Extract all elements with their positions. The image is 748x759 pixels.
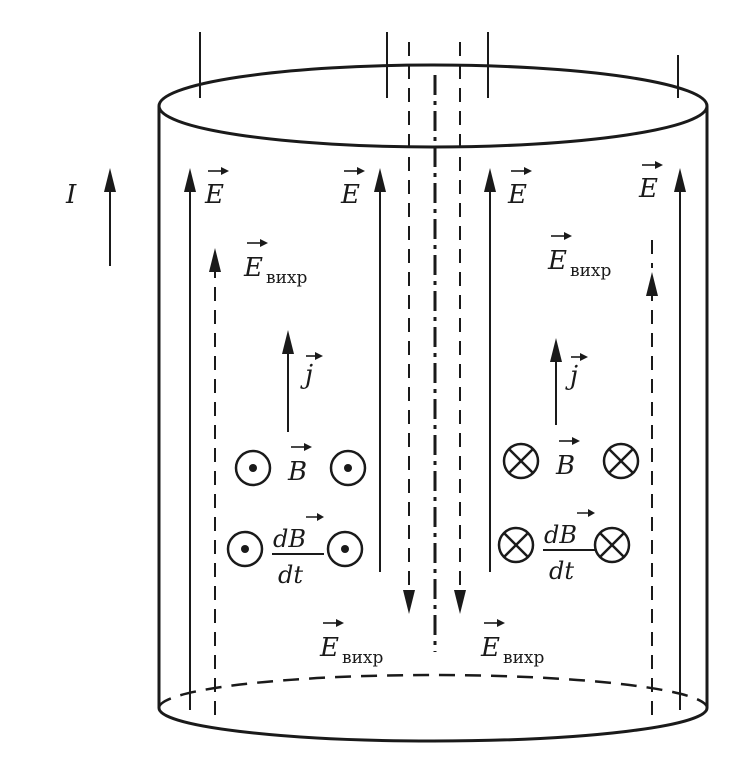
vector-arrow-icon (497, 619, 505, 627)
vortex-field-lines (209, 42, 658, 715)
svg-text:вихр: вихр (342, 648, 383, 668)
svg-text:E: E (507, 180, 527, 210)
e-label-4: E (638, 161, 663, 204)
dot-in-circle-icon (226, 530, 264, 568)
dot-in-circle-icon (326, 530, 364, 568)
vortex-arrowhead-up (209, 248, 221, 272)
e-label-3: E (507, 167, 532, 210)
cross-in-circle-icon (593, 526, 631, 564)
svg-text:E: E (547, 246, 567, 276)
svg-text:E: E (340, 180, 360, 210)
vector-arrow-icon (564, 232, 572, 240)
svg-text:E: E (204, 180, 224, 210)
current-density-arrowhead (550, 338, 562, 362)
dot-in-circle-icon (329, 449, 367, 487)
b-label-right: B (555, 437, 580, 481)
svg-text:dB: dB (273, 525, 306, 553)
j-label-right: j (565, 353, 588, 391)
cylinder-bottom-front-arc (157, 707, 709, 743)
svg-text:B: B (287, 457, 307, 487)
svg-text:dB: dB (544, 521, 577, 549)
current-arrow (104, 168, 116, 266)
e-vortex-label-bottom-right: E вихр (480, 619, 544, 668)
j-label-left: j (300, 352, 323, 390)
svg-text:вихр: вихр (266, 268, 307, 288)
svg-text:E: E (319, 633, 339, 663)
vector-arrow-icon (572, 437, 580, 445)
svg-text:dt: dt (278, 561, 303, 589)
svg-text:B: B (555, 451, 575, 481)
b-label-left: B (287, 443, 312, 487)
cross-in-circle-icon (502, 442, 540, 480)
vector-arrow-icon (221, 167, 229, 175)
vector-arrow-icon (260, 239, 268, 247)
current-density-arrowhead (282, 330, 294, 354)
e-label-1: E (204, 167, 229, 210)
vector-arrow-icon (315, 352, 323, 360)
vector-arrow-icon (580, 353, 588, 361)
cylinder-bottom-back-arc (157, 673, 709, 709)
cross-in-circle-icon (602, 442, 640, 480)
e-field-lines (184, 32, 686, 710)
dot-in-circle-icon (234, 449, 272, 487)
vector-arrow-icon (588, 509, 595, 517)
vortex-arrowhead-down (454, 590, 466, 614)
svg-text:E: E (243, 253, 263, 283)
svg-text:E: E (638, 174, 658, 204)
e-field-arrowhead (184, 168, 196, 192)
db-dt-label-left: dB dt (272, 513, 324, 589)
svg-text:вихр: вихр (503, 648, 544, 668)
current-density-arrow-left (282, 330, 294, 432)
e-vortex-label-left: E вихр (243, 239, 307, 288)
svg-text:E: E (480, 633, 500, 663)
vortex-arrowhead-up (646, 272, 658, 296)
svg-text:dt: dt (549, 557, 574, 585)
e-field-arrowhead (374, 168, 386, 192)
e-field-arrowhead (674, 168, 686, 192)
current-label: I (65, 180, 77, 210)
cylinder (157, 63, 709, 743)
vector-arrow-icon (357, 167, 365, 175)
svg-text:j: j (300, 360, 313, 390)
vector-arrow-icon (336, 619, 344, 627)
e-label-2: E (340, 167, 365, 210)
e-field-arrowhead (484, 168, 496, 192)
cylinder-top-ellipse (157, 63, 709, 149)
vector-arrow-icon (524, 167, 532, 175)
db-dt-label-right: dB dt (543, 509, 595, 585)
current-arrowhead (104, 168, 116, 192)
svg-text:j: j (565, 361, 578, 391)
svg-text:вихр: вихр (570, 261, 611, 281)
e-vortex-label-right: E вихр (547, 232, 611, 281)
vector-arrow-icon (304, 443, 312, 451)
vortex-arrowhead-down (403, 590, 415, 614)
vector-arrow-icon (655, 161, 663, 169)
current-density-arrow-right (550, 338, 562, 425)
e-vortex-label-bottom-left: E вихр (319, 619, 383, 668)
cross-in-circle-icon (497, 526, 535, 564)
vector-arrow-icon (317, 513, 324, 521)
